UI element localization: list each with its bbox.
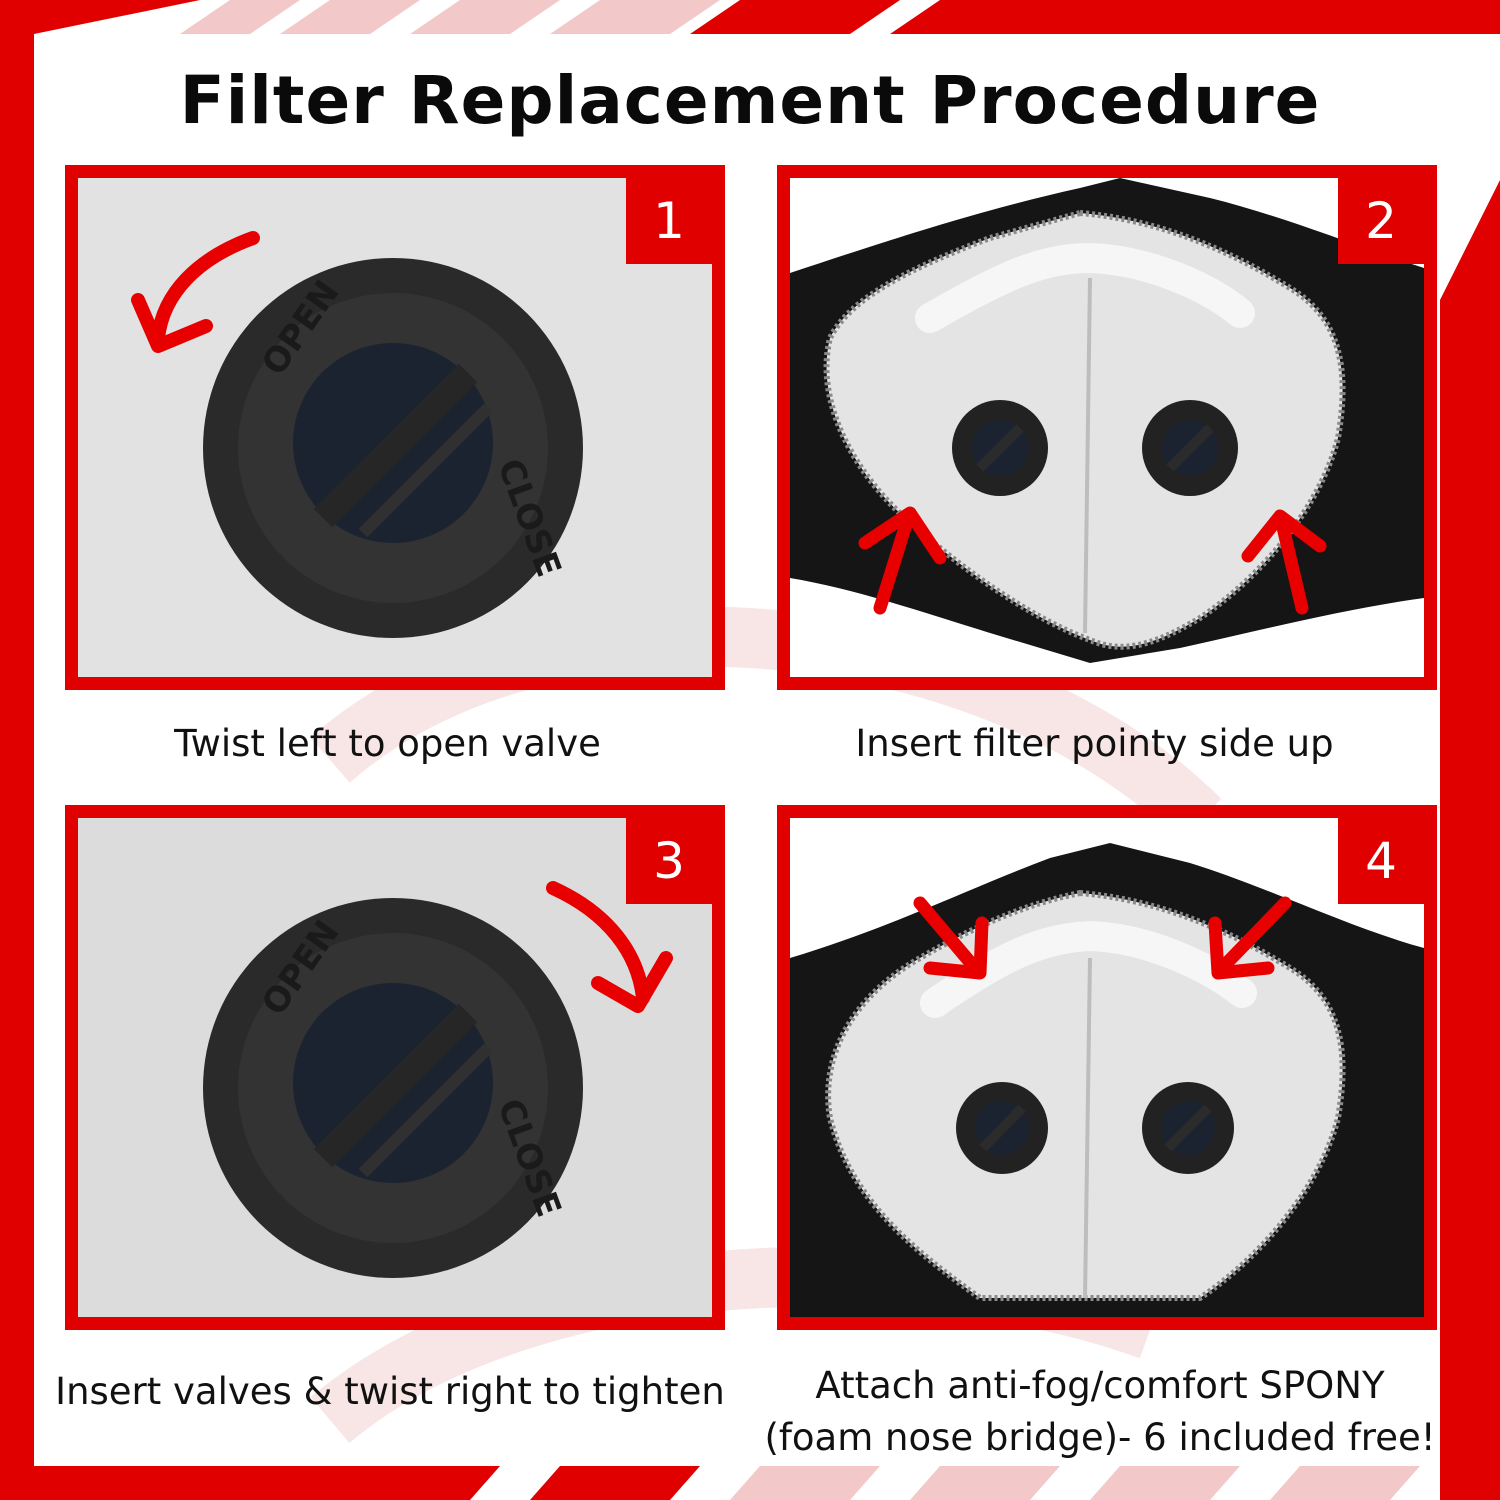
step-3-panel: OPEN CLOSE 3	[65, 805, 725, 1330]
step-4-caption-line2: (foam nose bridge)- 6 included free!	[764, 1416, 1436, 1459]
step-number-badge: 4	[1338, 818, 1424, 904]
step-3-caption: Insert valves & twist right to tighten	[55, 1370, 725, 1413]
step-4-caption-line1: Attach anti-fog/comfort SPONY	[815, 1364, 1385, 1407]
step-2-panel: 2	[777, 165, 1437, 690]
valve-open-photo	[78, 178, 712, 677]
step-1-caption: Twist left to open valve	[174, 722, 601, 765]
step-2-caption: Insert filter pointy side up	[855, 722, 1334, 765]
mask-filter-photo	[790, 178, 1424, 677]
step-1-panel: OPEN CLOSE 1	[65, 165, 725, 690]
step-number-badge: 2	[1338, 178, 1424, 264]
valve-tighten-photo	[78, 818, 712, 1317]
mask-spony-photo	[790, 818, 1424, 1317]
step-number-badge: 1	[626, 178, 712, 264]
page-title: Filter Replacement Procedure	[179, 62, 1321, 139]
step-4-panel: 4	[777, 805, 1437, 1330]
step-number-badge: 3	[626, 818, 712, 904]
